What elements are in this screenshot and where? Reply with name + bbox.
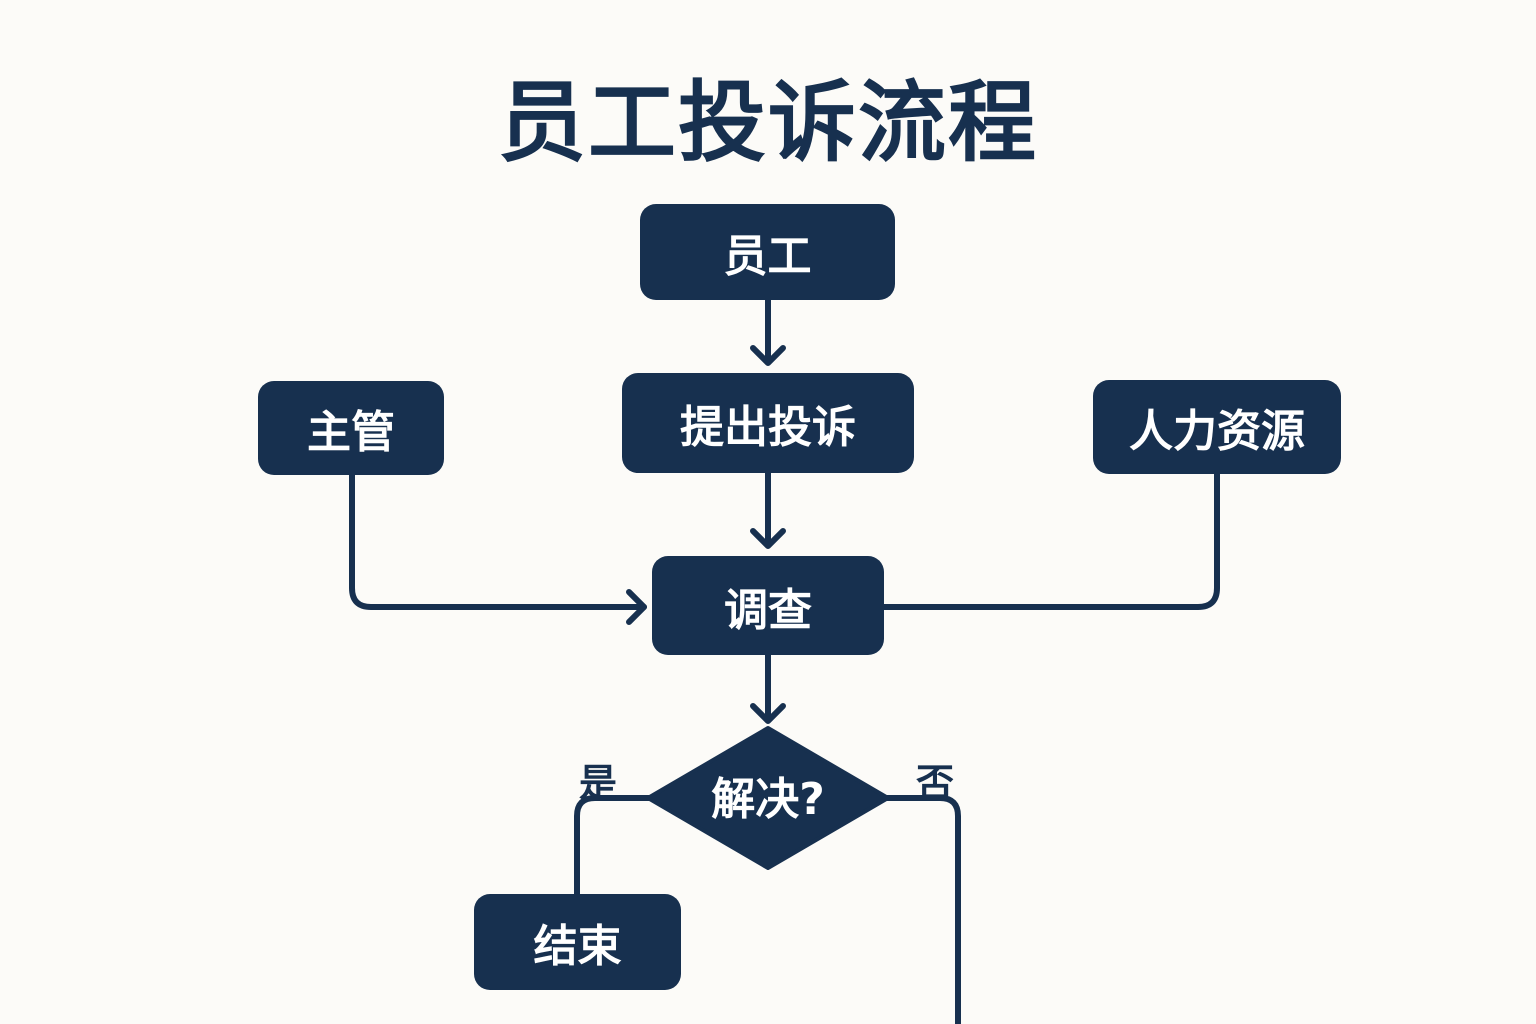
edge-decision-no (883, 795, 961, 1024)
edge-supervisor-to-investigate (349, 471, 647, 610)
decision-diamond (646, 726, 890, 870)
node-employee-label: 员工 (723, 231, 812, 282)
branch-yes-label: 是 (579, 761, 618, 805)
edge-decision-yes-to-end (574, 795, 653, 898)
node-hr-label: 人力资源 (1129, 406, 1305, 457)
diagram-title: 员工投诉流程 (497, 71, 1038, 174)
node-supervisor: 主管 (258, 381, 444, 475)
node-hr: 人力资源 (1093, 380, 1341, 474)
edge-hr-to-investigate (879, 469, 1220, 610)
arrowhead-employee-to-submit (750, 345, 786, 366)
arrowhead-submit-to-investigate (750, 528, 786, 549)
node-end-label: 结束 (533, 921, 622, 972)
decision-label: 解决? (711, 774, 825, 825)
node-end: 结束 (474, 894, 681, 990)
branch-no-label: 否 (916, 761, 955, 805)
arrowhead-investigate-to-decision (750, 703, 786, 724)
node-employee: 员工 (640, 204, 895, 300)
node-supervisor-label: 主管 (307, 407, 395, 458)
node-submit-complaint: 提出投诉 (622, 373, 914, 473)
arrowhead-supervisor-to-investigate (626, 589, 647, 625)
node-submit-complaint-label: 提出投诉 (680, 402, 856, 453)
node-investigate-label: 调查 (724, 584, 812, 636)
node-investigate: 调查 (652, 556, 884, 655)
